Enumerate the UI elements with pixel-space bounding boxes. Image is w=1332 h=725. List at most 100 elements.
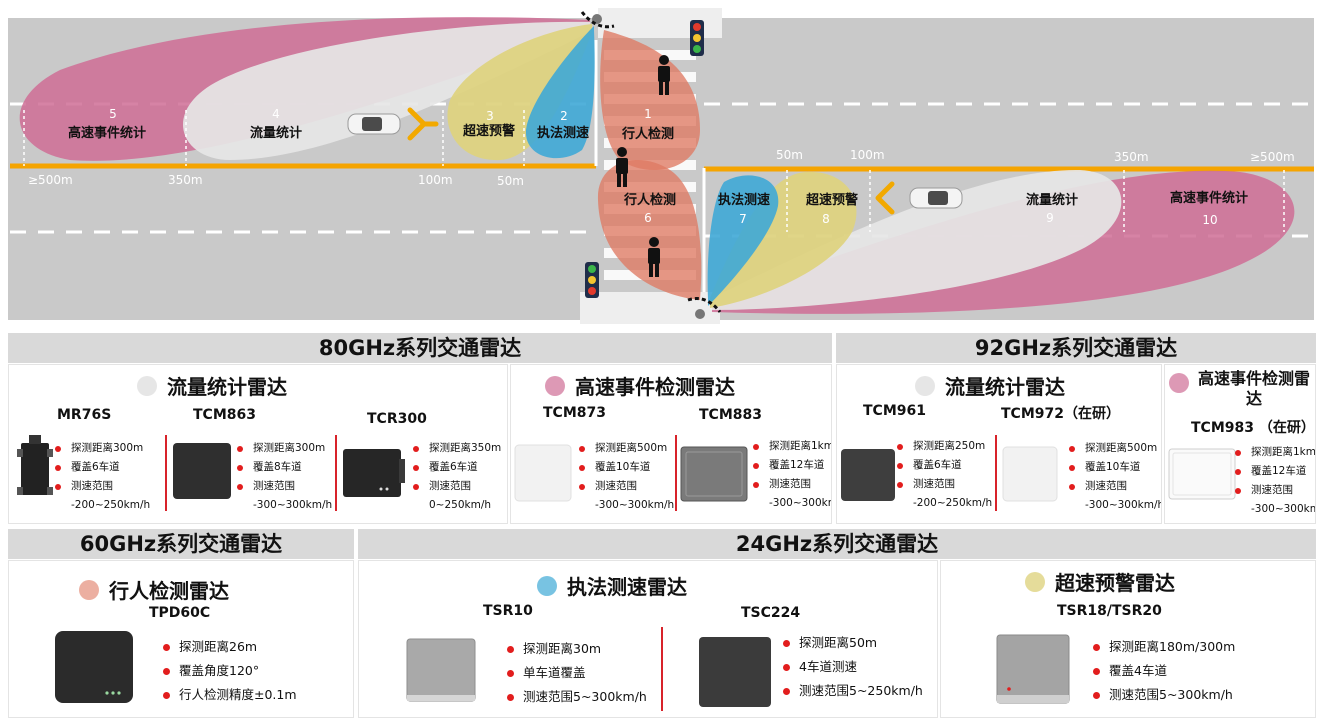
event-dot-icon xyxy=(1169,373,1189,393)
spec-item: 覆盖12车道 xyxy=(1233,462,1315,481)
spec-item: 探测距离1km xyxy=(1233,443,1315,462)
flow-dot-icon xyxy=(915,375,935,396)
spec-item: 测速范围5~250km/h xyxy=(781,679,923,703)
divider xyxy=(335,435,337,511)
pedestrian-icon xyxy=(658,55,670,95)
zone-3-num: 3 xyxy=(486,109,494,123)
traffic-light-icon xyxy=(585,262,599,298)
device-tsr18-tsr20 xyxy=(996,634,1070,704)
spec-item: 覆盖12车道 xyxy=(751,456,831,475)
panel-title-text: 高速事件检测雷达 xyxy=(575,375,735,399)
zone-6-pedestrian xyxy=(597,160,702,300)
spec-item: 探测距离26m xyxy=(161,635,297,659)
radar-pole-top-icon xyxy=(580,11,615,29)
dist-bottom-1: 100m xyxy=(850,148,885,162)
spec-item: -200~250km/h xyxy=(71,499,151,511)
spec-item: 探测距离350m xyxy=(411,439,501,458)
panel-92ghz-flow: 流量统计雷达 TCM961 TCM972（在研） 探测距离250m 覆盖6车道 … xyxy=(836,364,1162,524)
zone-8-label: 超速预警 xyxy=(806,192,858,208)
zone-7-label: 执法测速 xyxy=(718,192,770,208)
product-model: TCM983 （在研） xyxy=(1191,420,1315,436)
zone-8-overspeed xyxy=(710,171,857,308)
spec-item: 探测距离180m/300m xyxy=(1091,635,1235,659)
spec-item: 探测距离50m xyxy=(781,631,923,655)
overspeed-dot-icon xyxy=(1025,571,1045,592)
zone-1-num: 1 xyxy=(644,107,652,121)
zone-10-label: 高速事件统计 xyxy=(1170,190,1248,206)
product-model: TSR10 xyxy=(483,603,533,619)
arrow-left-icon xyxy=(875,181,895,215)
traffic-light-icon xyxy=(690,20,704,56)
zone-8-num: 8 xyxy=(822,212,830,226)
spec-item: 0~250km/h xyxy=(429,499,492,511)
product-model: TSC224 xyxy=(741,605,801,621)
spec-item: 测速范围 xyxy=(53,477,150,496)
panel-title: 流量统计雷达 xyxy=(915,371,1065,400)
divider xyxy=(995,435,997,511)
spec-item: -300~300km/h xyxy=(1251,503,1315,515)
product-specs: 探测距离1km 覆盖12车道 测速范围 -300~300km/h xyxy=(1233,443,1315,519)
zone-6-label: 行人检测 xyxy=(623,192,676,208)
zone-4-label: 流量统计 xyxy=(250,125,302,141)
spec-item: 行人检测精度±0.1m xyxy=(161,683,297,707)
panel-title-text: 超速预警雷达 xyxy=(1055,571,1175,595)
product-model: TCM972（在研） xyxy=(1001,406,1120,422)
radar-pole-bottom-icon xyxy=(687,297,722,319)
product-model: TCM863 xyxy=(193,407,256,423)
spec-item: 探测距离250m xyxy=(895,437,992,456)
panel-title-text: 流量统计雷达 xyxy=(945,375,1065,399)
product-model: TCM873 xyxy=(543,405,606,421)
pedestrian-icon xyxy=(648,237,660,277)
spec-item: 覆盖10车道 xyxy=(577,458,674,477)
panel-24ghz-overspeed: 超速预警雷达 TSR18/TSR20 探测距离180m/300m 覆盖4车道 测… xyxy=(940,560,1316,718)
product-specs: 探测距离300m 覆盖6车道 测速范围 -200~250km/h xyxy=(53,439,150,515)
product-specs: 探测距离50m 4车道测速 测速范围5~250km/h xyxy=(781,631,923,703)
spec-item: 探测距离500m xyxy=(1067,439,1161,458)
dist-bottom-3: ≥500m xyxy=(1250,150,1295,164)
device-mr76s xyxy=(17,435,53,495)
panel-title-text: 流量统计雷达 xyxy=(167,375,287,399)
car-bottom-icon xyxy=(909,187,963,209)
product-model: TCM883 xyxy=(699,407,762,423)
panel-60ghz-pedestrian: 行人检测雷达 TPD60C 探测距离26m 覆盖角度120° 行人检测精度±0.… xyxy=(8,560,354,718)
zone-7-speed-enforce xyxy=(707,175,779,306)
spec-item: 覆盖6车道 xyxy=(53,458,150,477)
enforce-dot-icon xyxy=(537,575,557,596)
product-specs: 探测距离26m 覆盖角度120° 行人检测精度±0.1m xyxy=(161,635,297,707)
zone-5-num: 5 xyxy=(109,107,117,121)
product-specs: 探测距离30m 单车道覆盖 测速范围5~300km/h xyxy=(505,637,647,709)
flow-dot-icon xyxy=(137,375,157,396)
spec-item: -300~300km/h xyxy=(769,497,831,509)
product-model: TCR300 xyxy=(367,411,427,427)
panel-title-text: 执法测速雷达 xyxy=(567,575,687,599)
product-specs: 探测距离250m 覆盖6车道 测速范围 -200~250km/h xyxy=(895,437,992,513)
device-tsr10 xyxy=(406,638,476,702)
zone-9-num: 9 xyxy=(1046,211,1054,225)
spec-item: 探测距离500m xyxy=(577,439,674,458)
panel-title-text: 高速事件检测雷达 xyxy=(1197,369,1310,408)
panel-80ghz-event: 高速事件检测雷达 TCM873 TCM883 探测距离500m 覆盖10车道 测… xyxy=(510,364,832,524)
zone-2-num: 2 xyxy=(560,109,568,123)
device-tpd60c xyxy=(55,631,133,703)
dist-top-0: ≥500m xyxy=(28,173,73,187)
panel-title: 执法测速雷达 xyxy=(537,571,687,600)
spec-item: 4车道测速 xyxy=(781,655,923,679)
spec-item: 测速范围 xyxy=(411,477,501,496)
spec-item: 测速范围 xyxy=(1067,477,1161,496)
spec-item: 测速范围 xyxy=(577,477,674,496)
product-specs: 探测距离180m/300m 覆盖4车道 测速范围5~300km/h xyxy=(1091,635,1235,707)
spec-item: 测速范围 xyxy=(1233,481,1315,500)
product-model: TCM961 xyxy=(863,403,926,419)
zone-9-flow xyxy=(712,169,1122,310)
zone-3-overspeed xyxy=(447,24,592,161)
dist-top-2: 100m xyxy=(418,173,453,187)
zone-5-label: 高速事件统计 xyxy=(68,125,146,141)
spec-item: 测速范围 xyxy=(235,477,332,496)
spec-item: -200~250km/h xyxy=(913,497,993,509)
product-model: TSR18/TSR20 xyxy=(1057,603,1162,619)
panel-title: 流量统计雷达 xyxy=(137,371,287,400)
spec-item: 测速范围 xyxy=(895,475,992,494)
spec-item: 探测距离300m xyxy=(235,439,332,458)
device-tcm972 xyxy=(1002,446,1058,502)
divider xyxy=(661,627,663,711)
